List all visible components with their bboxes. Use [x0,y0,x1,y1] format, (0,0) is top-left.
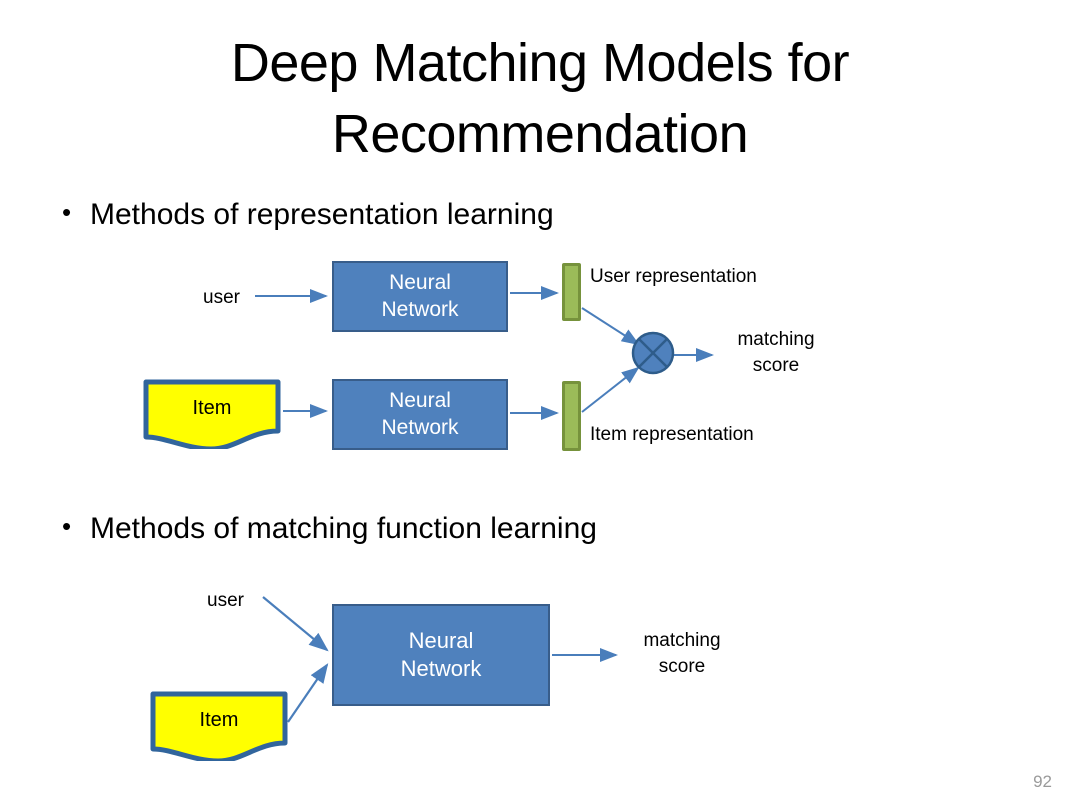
page-title-line-1: Deep Matching Models for [230,33,850,93]
user-representation-bar [562,263,581,321]
nn-box-line-2: Network [400,656,482,681]
matching-score-line-2: score [658,656,706,678]
neural-network-box-user[interactable]: Neural Network [332,261,508,332]
user-representation-label: User representation [590,266,757,287]
matching-score-line-1: matching [643,630,721,651]
arrow-user-to-nn-match [262,596,329,652]
page-title: Deep Matching Models for Recommendation [60,28,1020,171]
item-document-shape-representation[interactable]: Item [143,379,281,452]
bullet-label: Methods of representation learning [90,198,554,231]
item-representation-label: Item representation [590,424,754,445]
page-number: 92 [1033,772,1052,791]
bullet-marker-icon: • [62,197,72,227]
bullet-label: Methods of matching function learning [90,512,597,545]
bullet-item-matching-function-learning: • Methods of matching function learning [62,510,597,548]
neural-network-box-item[interactable]: Neural Network [332,379,508,450]
bullet-item-representation-learning: • Methods of representation learning [62,196,554,234]
item-shape-label: Item [199,709,239,731]
arrow-item-representation-to-operator [581,366,640,413]
bullet-marker-icon: • [62,511,72,541]
nn-box-line-2: Network [381,415,459,439]
nn-box-line-1: Neural [408,627,474,653]
matching-score-label-representation: matching score [716,327,836,379]
neural-network-box-matching-function[interactable]: Neural Network [332,604,550,706]
nn-box-line-2: Network [381,297,459,321]
arrow-item-to-nn-match [287,663,329,723]
item-document-shape-matching[interactable]: Item [150,691,288,764]
nn-box-line-1: Neural [389,270,451,294]
matching-score-label-matching: matching score [622,628,742,680]
matching-score-line-1: matching [737,329,815,350]
page-title-line-2: Recommendation [331,104,749,165]
user-input-label-matching: user [207,590,244,611]
nn-box-line-1: Neural [389,388,451,412]
user-input-label: user [203,287,240,308]
arrow-user-representation-to-operator [581,307,640,346]
item-representation-bar [562,381,581,451]
matching-score-line-2: score [752,355,800,377]
circled-times-icon [631,331,675,375]
item-shape-label: Item [192,397,232,419]
